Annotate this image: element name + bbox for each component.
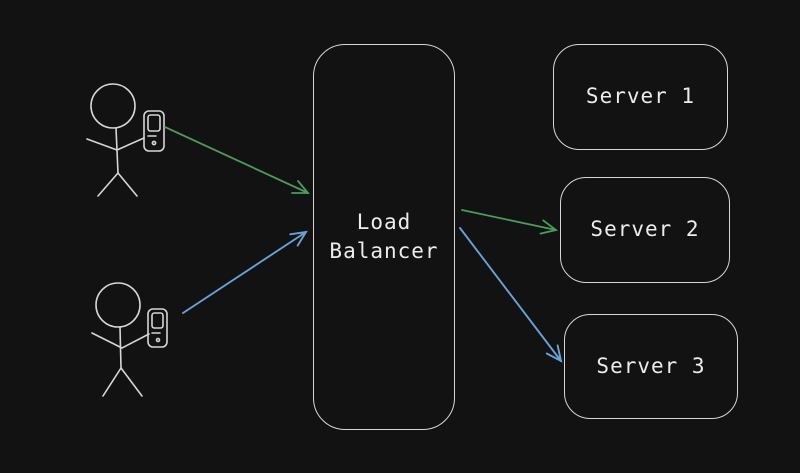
phone-icon [147, 308, 168, 348]
user-2-head [95, 282, 141, 328]
load-balancer-node: Load Balancer [313, 44, 455, 430]
user-1-legs [97, 172, 138, 197]
user-1-icon [86, 83, 165, 197]
arrow-user2-to-loadbalancer [182, 230, 308, 314]
phone-1-screen [147, 114, 161, 132]
user-1-head [90, 83, 136, 129]
arrow-loadbalancer-to-server2 [461, 209, 559, 235]
server-2-label: Server 2 [590, 217, 700, 242]
phone-2-outline [147, 308, 168, 348]
arrow-user1-to-loadbalancer [164, 126, 310, 194]
phone-2-button [155, 337, 161, 343]
user-2-legs [102, 367, 143, 397]
arrow-loadbalancer-to-server3 [459, 227, 563, 363]
load-balancer-label: Load Balancer [329, 209, 439, 263]
server-3-node: Server 3 [564, 314, 738, 419]
server-1-label: Server 1 [585, 84, 696, 109]
phone-1-outline [143, 110, 165, 152]
server-3-label: Server 3 [596, 353, 706, 378]
phone-icon [143, 110, 165, 152]
server-1-node: Server 1 [553, 44, 728, 150]
phone-1-button [151, 140, 157, 146]
phone-2-screen [151, 312, 164, 329]
user-2-arms [91, 332, 150, 349]
user-1-arms [86, 137, 145, 151]
user-2-icon [91, 282, 168, 397]
server-2-node: Server 2 [560, 177, 730, 283]
